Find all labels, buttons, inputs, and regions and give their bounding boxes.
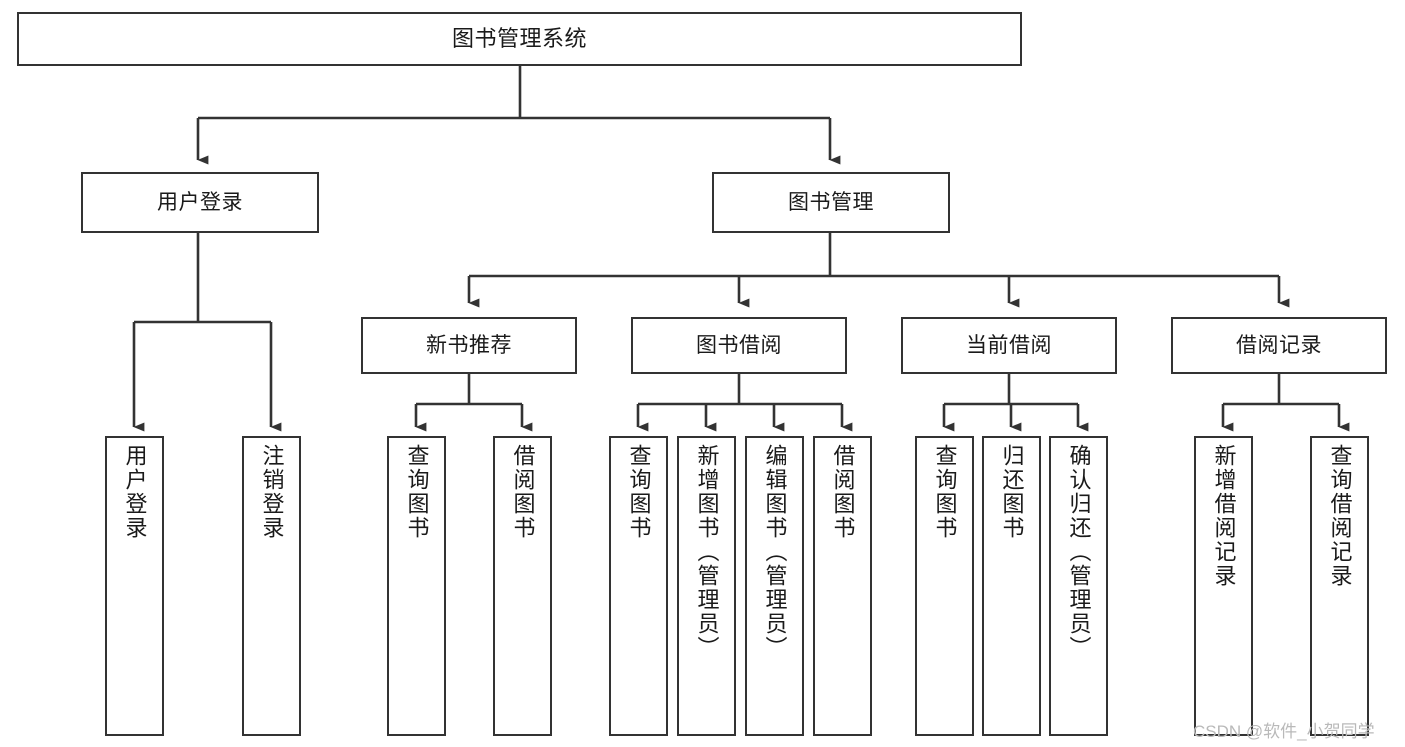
leaf-user-login[interactable]: 用户登录 — [105, 436, 164, 736]
leaf-add-borrow-record[interactable]: 新增借阅记录 — [1194, 436, 1253, 736]
node-label: 借阅图书 — [830, 444, 856, 540]
node-label: 图书管理 — [788, 190, 874, 214]
node-label: 确认归还（管理员） — [1066, 444, 1092, 660]
node-label: 图书借阅 — [696, 333, 782, 357]
node-label: 注销登录 — [259, 444, 285, 540]
node-root-library-management-system[interactable]: 图书管理系统 — [17, 12, 1022, 66]
node-new-book-recommend[interactable]: 新书推荐 — [361, 317, 577, 374]
leaf-query-book-recommend[interactable]: 查询图书 — [387, 436, 446, 736]
node-label: 借阅记录 — [1236, 333, 1322, 357]
leaf-query-book-borrow[interactable]: 查询图书 — [609, 436, 668, 736]
leaf-confirm-return-admin[interactable]: 确认归还（管理员） — [1049, 436, 1108, 736]
node-label: 查询图书 — [932, 444, 958, 540]
leaf-query-book-current[interactable]: 查询图书 — [915, 436, 974, 736]
leaf-return-book[interactable]: 归还图书 — [982, 436, 1041, 736]
node-label: 当前借阅 — [966, 333, 1052, 357]
node-book-borrow[interactable]: 图书借阅 — [631, 317, 847, 374]
node-book-management[interactable]: 图书管理 — [712, 172, 950, 233]
node-label: 查询图书 — [626, 444, 652, 540]
node-label: 查询图书 — [404, 444, 430, 540]
node-label: 用户登录 — [157, 190, 243, 214]
node-label: 图书管理系统 — [451, 25, 587, 51]
node-label: 新增借阅记录 — [1211, 444, 1237, 588]
node-user-login[interactable]: 用户登录 — [81, 172, 319, 233]
leaf-add-book-admin[interactable]: 新增图书（管理员） — [677, 436, 736, 736]
node-borrow-records[interactable]: 借阅记录 — [1171, 317, 1387, 374]
node-label: 编辑图书（管理员） — [762, 444, 788, 660]
leaf-borrow-book[interactable]: 借阅图书 — [813, 436, 872, 736]
node-label: 新增图书（管理员） — [694, 444, 720, 660]
watermark-text: CSDN @软件_小贺同学 — [1193, 722, 1375, 741]
leaf-borrow-book-recommend[interactable]: 借阅图书 — [493, 436, 552, 736]
leaf-logout[interactable]: 注销登录 — [242, 436, 301, 736]
node-label: 借阅图书 — [510, 444, 536, 540]
node-label: 查询借阅记录 — [1327, 444, 1353, 588]
node-current-borrow[interactable]: 当前借阅 — [901, 317, 1117, 374]
leaf-edit-book-admin[interactable]: 编辑图书（管理员） — [745, 436, 804, 736]
leaf-query-borrow-record[interactable]: 查询借阅记录 — [1310, 436, 1369, 736]
node-label: 用户登录 — [122, 444, 148, 540]
node-label: 新书推荐 — [426, 333, 512, 357]
node-label: 归还图书 — [999, 444, 1025, 540]
